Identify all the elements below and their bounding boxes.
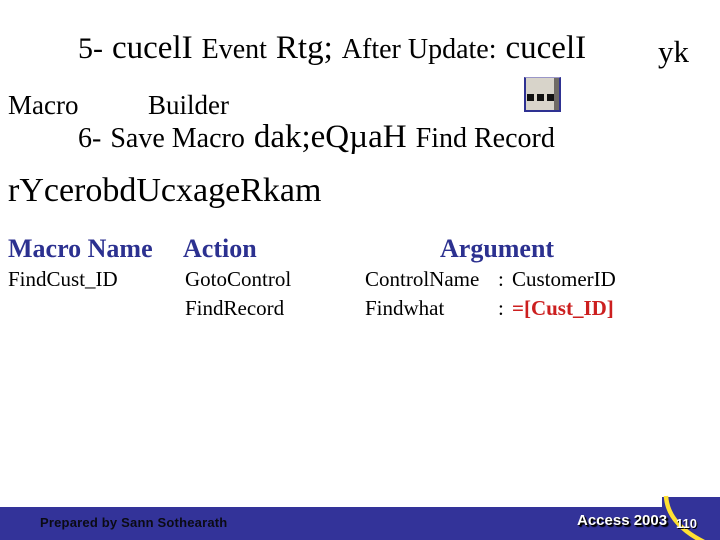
table-row-2-action: FindRecord — [185, 296, 285, 320]
builder-label: Builder — [148, 90, 229, 120]
footer-bar — [0, 507, 720, 540]
title-number: 5- — [78, 32, 103, 65]
title-khmer-word-2: Rtg; — [275, 30, 333, 66]
title-khmer-word-1: cucelI — [112, 30, 193, 66]
save-latin-2: Find Record — [415, 123, 555, 154]
table-row-1-action: GotoControl — [185, 267, 292, 291]
section-heading: rYcerobdUcxageRkam — [8, 172, 322, 209]
column-header-macro-name: Macro Name — [8, 234, 153, 263]
column-header-argument: Argument — [440, 234, 555, 263]
title-line: 5- cucelI Event Rtg; After Update: cucel… — [78, 30, 586, 67]
save-latin-1: Save Macro — [110, 123, 245, 154]
corner-text: yk — [658, 34, 689, 69]
builder-button[interactable] — [524, 77, 561, 112]
footer-credit: Prepared by Sann Sothearath — [40, 515, 228, 530]
save-line: 6- Save Macro dak;eQµaH Find Record — [78, 119, 555, 156]
table-row-2-arg-value: =[Cust_ID] — [512, 296, 614, 320]
footer-app-label: Access 2003 — [577, 512, 668, 529]
table-row-1-macro-name: FindCust_ID — [8, 267, 118, 291]
save-khmer-word: dak;eQµaH — [253, 119, 407, 155]
table-row-1-arg-name: ControlName — [365, 267, 480, 291]
column-header-action: Action — [183, 234, 257, 263]
macro-label: Macro — [8, 90, 79, 120]
save-number: 6- — [78, 123, 102, 154]
title-khmer-word-3: cucelI — [505, 30, 587, 66]
table-row-1-separator: : — [498, 267, 504, 291]
table-row-2-separator: : — [498, 296, 504, 320]
table-row-2-arg-name: Findwhat — [365, 296, 445, 320]
title-latin-word-1: Event — [201, 34, 267, 65]
ellipsis-icon — [527, 93, 554, 101]
table-row-1-arg-value: CustomerID — [512, 267, 616, 291]
title-latin-word-2: After Update: — [341, 34, 497, 65]
button-shadow — [554, 78, 559, 110]
footer-page-number: 110 — [676, 516, 697, 531]
